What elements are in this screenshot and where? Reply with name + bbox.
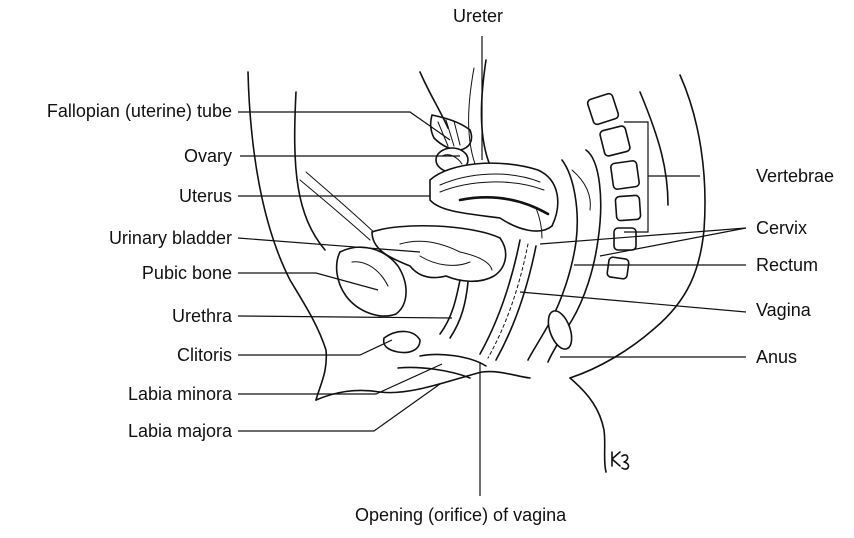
- label-ovary: Ovary: [4, 146, 232, 166]
- label-uterus: Uterus: [4, 186, 232, 206]
- vertebrae-shapes: [587, 93, 641, 280]
- label-rectum: Rectum: [756, 255, 818, 275]
- label-clitoris: Clitoris: [4, 345, 232, 365]
- ureter-wall: [469, 68, 480, 176]
- label-vaginal-opening: Opening (orifice) of vagina: [355, 505, 566, 525]
- label-urethra: Urethra: [4, 306, 232, 326]
- label-pubic-bone: Pubic bone: [4, 263, 232, 283]
- label-ureter: Ureter: [453, 6, 503, 26]
- label-labia-majora: Labia majora: [4, 421, 232, 441]
- label-urinary-bladder: Urinary bladder: [4, 228, 232, 248]
- label-anus: Anus: [756, 347, 797, 367]
- fallopian-tube-shape: [420, 72, 472, 150]
- label-vagina: Vagina: [756, 300, 811, 320]
- label-vertebrae: Vertebrae: [756, 166, 834, 186]
- label-fallopian-tube: Fallopian (uterine) tube: [4, 101, 232, 121]
- artist-signature: [612, 452, 628, 469]
- label-labia-minora: Labia minora: [4, 384, 232, 404]
- label-cervix: Cervix: [756, 218, 807, 238]
- labia-shapes: [384, 331, 486, 378]
